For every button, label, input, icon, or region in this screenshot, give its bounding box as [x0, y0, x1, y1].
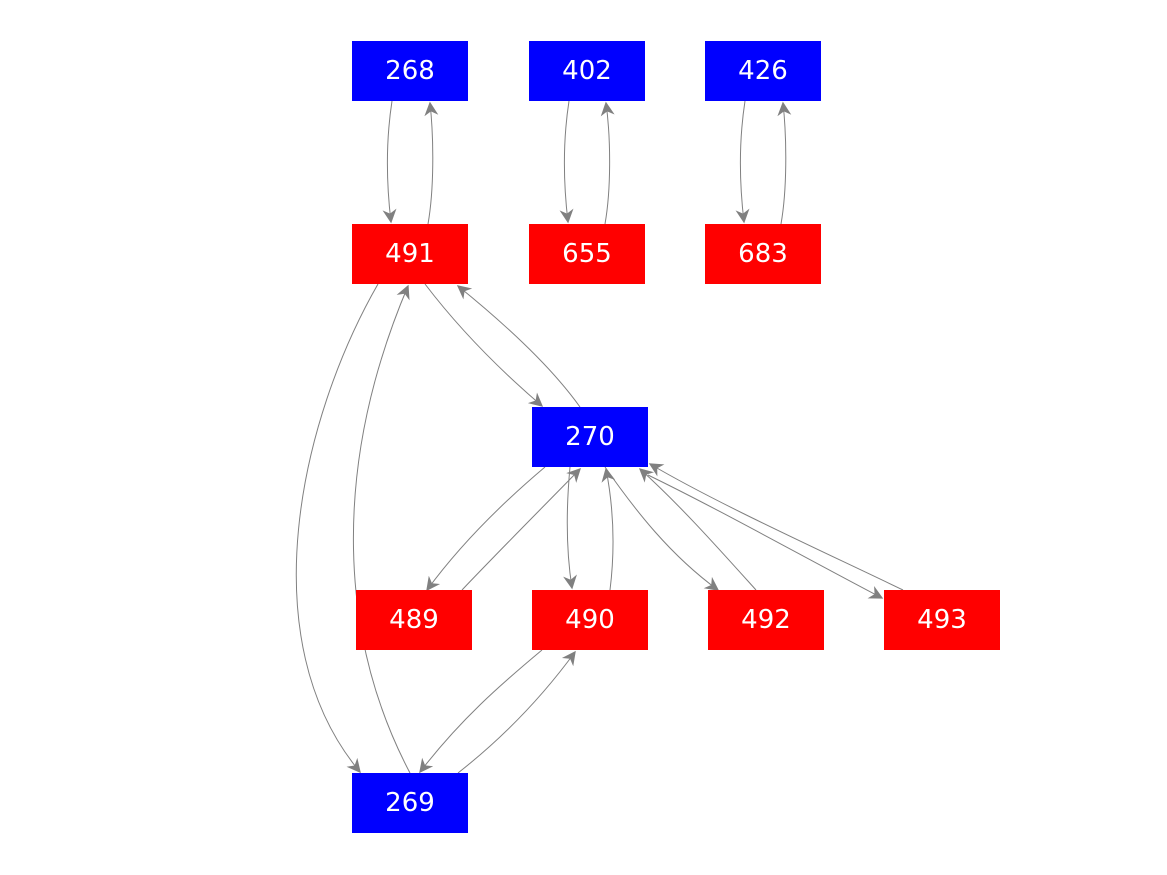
node-268: 268	[352, 41, 468, 101]
edge-268-to-491	[382, 100, 397, 224]
edge-270-to-489	[426, 466, 546, 592]
node-402: 402	[529, 41, 645, 101]
edge-493-to-270	[648, 463, 904, 591]
edge-655-to-402	[600, 101, 615, 225]
edge-269-to-491	[352, 284, 411, 774]
edge-491-to-268	[424, 101, 439, 225]
edge-490-to-270	[601, 467, 616, 591]
edge-270-to-490	[563, 466, 577, 590]
edge-491-to-269	[295, 283, 379, 774]
edge-269-to-490	[457, 650, 576, 774]
node-490: 490	[532, 590, 648, 650]
edge-490-to-269	[419, 649, 543, 774]
node-655: 655	[529, 224, 645, 284]
edge-270-to-493	[647, 474, 884, 599]
node-683: 683	[705, 224, 821, 284]
edge-270-to-491	[456, 285, 581, 408]
edge-683-to-426	[777, 101, 792, 225]
edge-270-to-492	[604, 466, 720, 591]
edge-492-to-270	[638, 468, 757, 591]
node-491: 491	[352, 224, 468, 284]
edge-491-to-270	[424, 283, 544, 407]
node-270: 270	[532, 407, 648, 467]
node-489: 489	[356, 590, 472, 650]
edge-426-to-683	[735, 100, 750, 224]
node-269: 269	[352, 773, 468, 833]
edge-402-to-655	[559, 100, 574, 224]
node-492: 492	[708, 590, 824, 650]
node-426: 426	[705, 41, 821, 101]
edge-489-to-270	[461, 467, 581, 591]
node-493: 493	[884, 590, 1000, 650]
